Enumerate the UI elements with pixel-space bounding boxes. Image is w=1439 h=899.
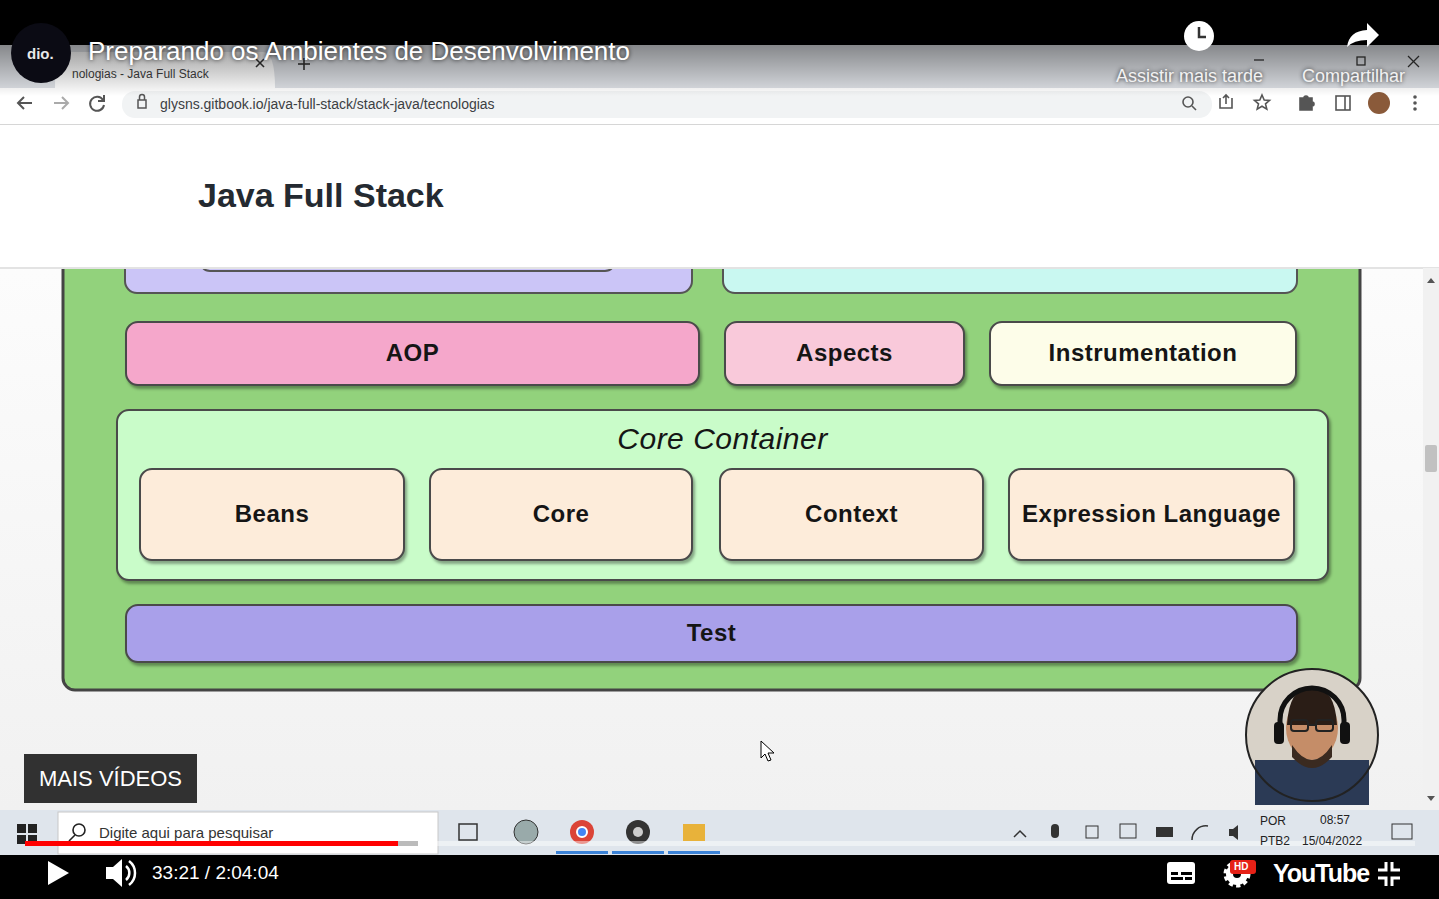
search-glass [69,824,85,841]
keyboard-layout: PTB2 [1260,835,1290,849]
play-button [48,861,69,885]
module-box: Instrumentation [989,321,1297,386]
title-shade [0,0,1439,96]
toolbar-border [0,124,1439,125]
module-name: Aspects [796,339,893,368]
channel-avatar [11,23,71,83]
progress-track [25,841,1415,846]
watch-later-text: Assistir mais tarde [1116,66,1263,87]
youtube-logo: YouTube [1273,859,1369,888]
header-border [0,267,1423,269]
scrollbar-track [1423,268,1439,810]
clock-date: 15/04/2022 [1302,835,1362,849]
spring-frame [63,230,1360,690]
watch-later-icon [1184,21,1214,51]
share-text: Compartilhar [1302,66,1405,87]
volume-icon [106,859,135,887]
more-videos-button: MAIS VÍDEOS [24,754,197,803]
module-box: Core [429,468,693,561]
progress-played [25,841,398,846]
module-name: Instrumentation [1049,339,1238,368]
header-cover [0,125,1423,267]
hd-badge [1230,860,1256,874]
progress-buffer [25,841,418,846]
webcam-bubble [1246,669,1378,805]
hd-text: HD [1234,861,1248,873]
module-name: Context [805,500,898,529]
module-name: Test [687,619,737,648]
video-title: Preparando os Ambientes de Desenvolvimen… [88,37,630,67]
spacer [28,180,62,212]
toolbar-icons [1183,95,1350,110]
scrollbar-thumb [1425,445,1437,472]
control-bar [0,855,1439,899]
mouse-cursor [761,741,774,761]
module-box: Expression Language [1008,468,1295,561]
header-border [0,267,1439,269]
tab-title: nologias - Java Full Stack [72,68,209,82]
search-box [58,812,438,854]
fullscreen-exit-icon [1378,862,1400,886]
scroll-arrows [1427,278,1435,801]
channel-logo: dio. [27,45,54,62]
page-ground [0,125,1439,810]
module-box: Beans [139,468,405,561]
module-box: Context [719,468,984,561]
module-band: Test [125,604,1298,663]
module-name: Core [533,500,590,529]
menu-dots [1413,95,1417,111]
site-header [0,125,1439,268]
time-display: 33:21 / 2:04:04 [152,862,279,884]
site-title: Java Full Stack [198,176,444,215]
module-name: Expression Language [1022,500,1281,529]
taskbar [0,810,1439,855]
container-title: Core Container [118,411,1327,457]
clock-time: 08:57 [1320,814,1350,828]
url-text: glysns.gitbook.io/java-full-stack/stack-… [160,96,495,112]
module-box: Aspects [724,321,965,386]
keyboard-language: POR [1260,815,1286,829]
module-name: Beans [235,500,310,529]
lock-icon [138,95,146,109]
container-box: Core ContainerBeans Core Context Expression… [116,409,1329,581]
taskbar-apps [459,820,720,854]
subtitles-icon [1167,862,1195,884]
module-name: AOP [386,339,440,368]
search-placeholder: Digite aqui para pesquisar [99,824,273,841]
module-box: AOP [125,321,700,386]
share-icon [1347,23,1379,47]
nav-buttons [18,95,104,111]
